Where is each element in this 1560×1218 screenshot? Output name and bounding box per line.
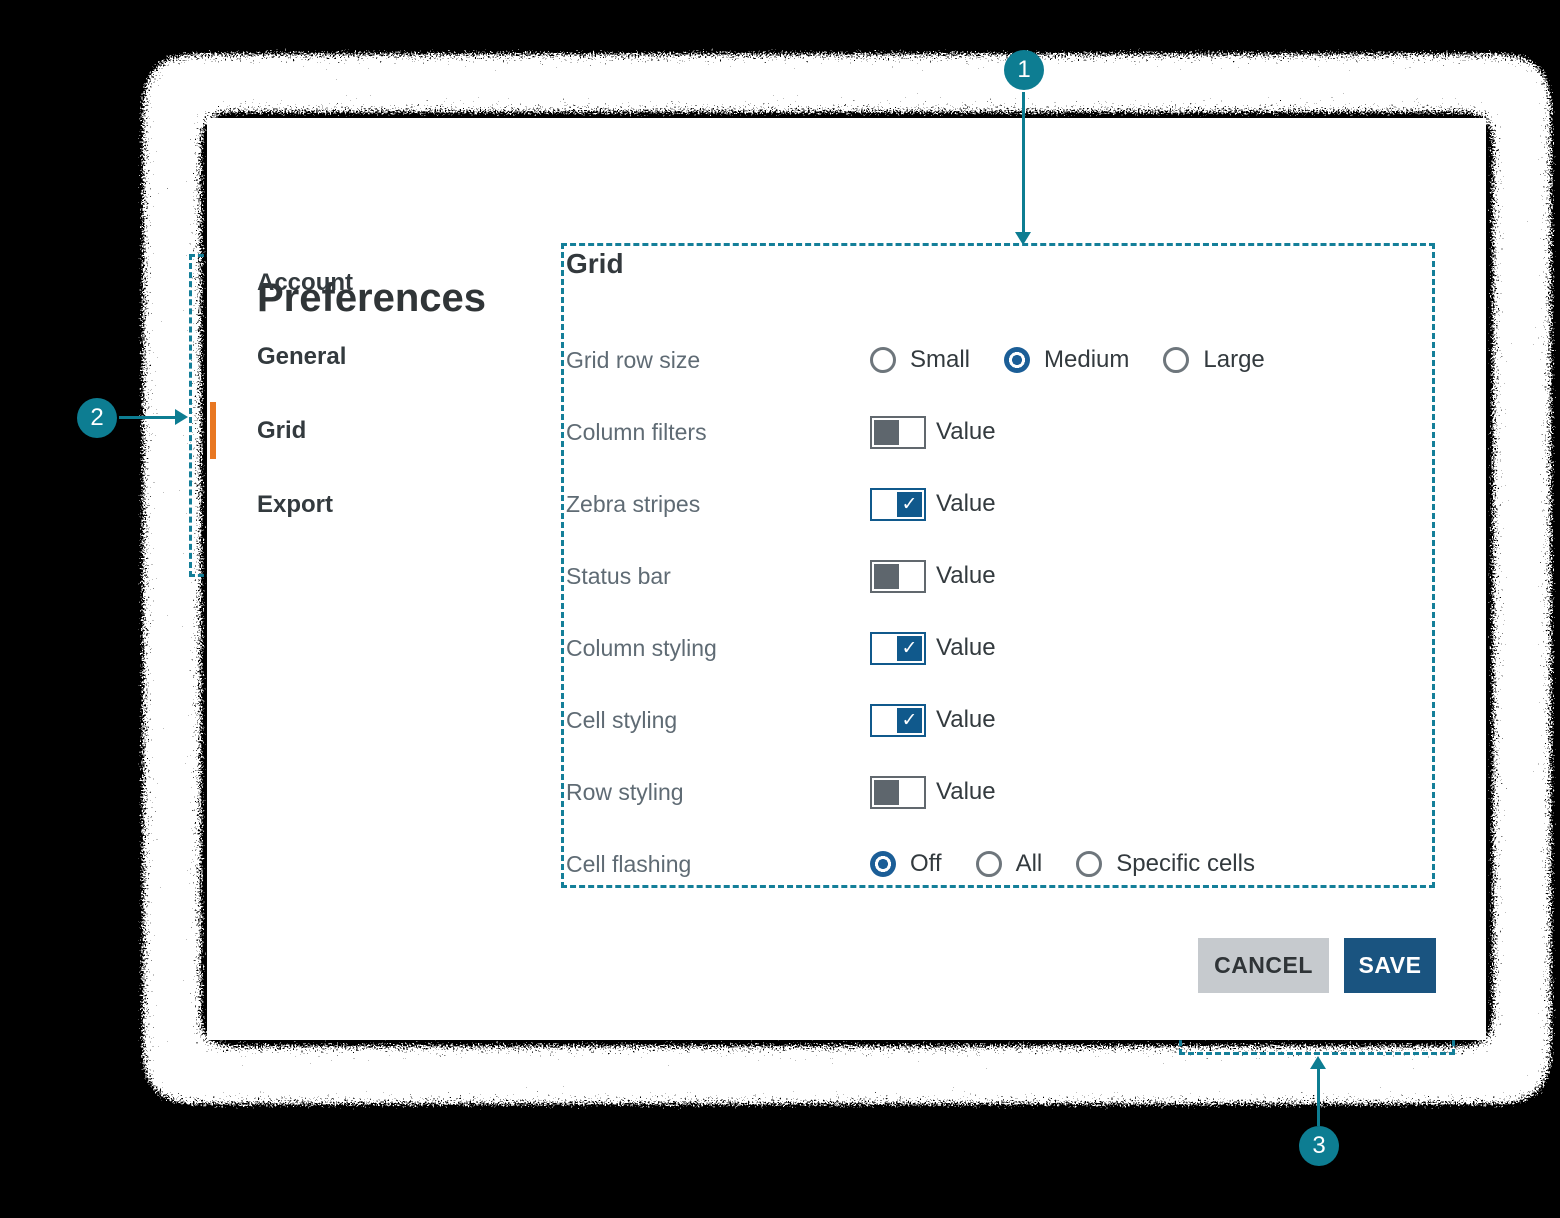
radio-option-small[interactable]: Small: [870, 346, 970, 374]
radio-option-all[interactable]: All: [975, 850, 1043, 878]
setting-row-zebra-stripes: Zebra stripes ✓ Value: [566, 484, 1426, 524]
toggle-thumb: ✓: [897, 707, 922, 733]
toggle-status-bar[interactable]: ✓: [870, 559, 926, 593]
section-heading: Grid: [566, 248, 624, 279]
toggle-thumb: ✓: [897, 491, 922, 517]
setting-label: Column styling: [566, 634, 717, 661]
annotation-arrow-line: [1022, 92, 1025, 232]
toggle-value-label: Value: [936, 778, 996, 805]
setting-row-grid-row-size: Grid row size Small Medium Large: [566, 340, 1426, 380]
toggle-value-label: Value: [936, 490, 996, 517]
toggle-thumb: ✓: [874, 419, 899, 445]
toggle-thumb: ✓: [874, 563, 899, 589]
toggle-zebra-stripes[interactable]: ✓: [870, 487, 926, 521]
setting-row-column-filters: Column filters ✓ Value: [566, 412, 1426, 452]
radio-icon: [1163, 347, 1190, 373]
radio-label: Small: [910, 346, 971, 373]
annotation-arrow-line: [119, 416, 175, 419]
setting-label: Zebra stripes: [566, 490, 701, 517]
setting-row-status-bar: Status bar ✓ Value: [566, 556, 1426, 596]
annotation-badge-2: 2: [77, 398, 117, 438]
setting-row-cell-flashing: Cell flashing Off All Specific cells: [566, 844, 1426, 884]
sidebar-item-grid[interactable]: Grid: [257, 417, 307, 444]
setting-row-row-styling: Row styling ✓ Value: [566, 772, 1426, 812]
toggle-column-styling[interactable]: ✓: [870, 631, 926, 665]
radio-option-off[interactable]: Off: [870, 850, 942, 878]
radio-label: Medium: [1044, 346, 1130, 373]
annotation-badge-1: 1: [1004, 50, 1044, 90]
setting-label: Cell flashing: [566, 850, 692, 877]
toggle-value-label: Value: [936, 562, 996, 589]
arrow-up-icon: [1310, 1056, 1326, 1069]
radio-label: Large: [1203, 346, 1265, 373]
setting-row-cell-styling: Cell styling ✓ Value: [566, 700, 1426, 740]
check-icon: ✓: [901, 637, 918, 659]
save-button[interactable]: SAVE: [1344, 938, 1436, 993]
toggle-cell-styling[interactable]: ✓: [870, 703, 926, 737]
setting-label: Grid row size: [566, 346, 701, 373]
setting-row-column-styling: Column styling ✓ Value: [566, 628, 1426, 668]
annotation-badge-3: 3: [1299, 1126, 1339, 1166]
active-tab-indicator: [210, 402, 216, 459]
sidebar-item-account[interactable]: Account: [257, 269, 353, 296]
radio-group-cell-flashing: Off All Specific cells: [870, 850, 1255, 878]
toggle-thumb: ✓: [897, 635, 922, 661]
toggle-row-styling[interactable]: ✓: [870, 775, 926, 809]
setting-label: Row styling: [566, 778, 684, 805]
radio-option-large[interactable]: Large: [1163, 346, 1265, 374]
radio-icon: [975, 851, 1002, 877]
radio-label: All: [1015, 850, 1043, 877]
radio-icon: [1076, 851, 1103, 877]
arrow-down-icon: [1015, 232, 1031, 245]
radio-icon: [870, 347, 896, 373]
sidebar-item-general[interactable]: General: [257, 343, 347, 370]
radio-icon: [870, 851, 896, 877]
arrow-right-icon: [175, 409, 188, 425]
cancel-button[interactable]: CANCEL: [1198, 938, 1329, 993]
preferences-dialog: Preferences Account General Grid Export …: [207, 118, 1486, 1040]
radio-option-medium[interactable]: Medium: [1004, 346, 1129, 374]
setting-label: Cell styling: [566, 706, 678, 733]
toggle-column-filters[interactable]: ✓: [870, 415, 926, 449]
radio-option-specific-cells[interactable]: Specific cells: [1076, 850, 1255, 878]
radio-icon: [1004, 347, 1031, 373]
toggle-thumb: ✓: [874, 779, 899, 805]
radio-label: Off: [910, 850, 942, 877]
page-title: Preferences: [257, 276, 487, 320]
radio-label: Specific cells: [1116, 850, 1255, 877]
toggle-value-label: Value: [936, 418, 996, 445]
toggle-value-label: Value: [936, 634, 996, 661]
setting-label: Status bar: [566, 562, 671, 589]
check-icon: ✓: [901, 493, 918, 515]
settings-rows: Grid row size Small Medium Large: [566, 340, 1426, 916]
check-icon: ✓: [901, 709, 918, 731]
setting-label: Column filters: [566, 418, 707, 445]
annotation-arrow-line: [1317, 1069, 1320, 1126]
toggle-value-label: Value: [936, 706, 996, 733]
sidebar-item-export[interactable]: Export: [257, 491, 334, 518]
radio-group-grid-row-size: Small Medium Large: [870, 346, 1265, 374]
